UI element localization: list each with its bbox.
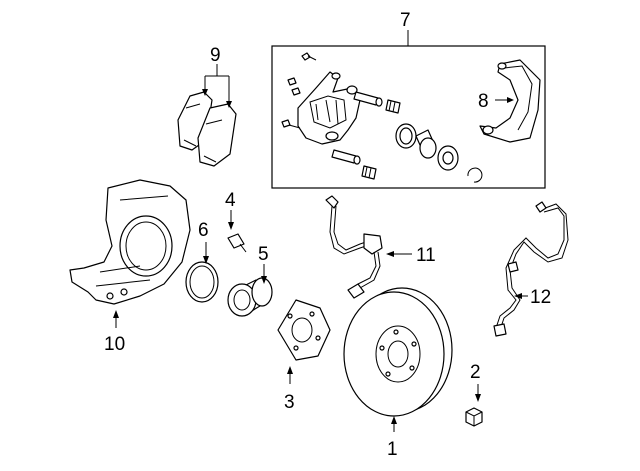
callout-11: 11 [416, 245, 436, 266]
callout-2: 2 [470, 362, 481, 383]
hub-bolt[interactable] [227, 233, 247, 253]
callout-10: 10 [104, 334, 125, 355]
wheel-bearing[interactable] [227, 277, 273, 317]
caliper-support[interactable] [479, 59, 541, 143]
caliper-assembly-group[interactable]: 7 [271, 10, 546, 189]
guide-pins[interactable] [331, 91, 383, 165]
splash-shield[interactable] [69, 179, 191, 305]
callout-4: 4 [225, 190, 236, 211]
wheel-hub[interactable] [277, 299, 331, 361]
callout-1: 1 [387, 439, 398, 460]
callout-3: 3 [284, 392, 295, 413]
callout-9: 9 [210, 45, 221, 66]
abs-sensor[interactable] [493, 201, 569, 337]
callout-6: 6 [198, 220, 209, 241]
piston-seals[interactable] [395, 123, 483, 183]
lug-nut[interactable] [465, 407, 483, 427]
brake-hose[interactable] [325, 195, 383, 299]
callout-12: 12 [530, 287, 551, 308]
brake-rotor[interactable] [343, 287, 453, 417]
callout-7: 7 [400, 10, 411, 31]
callout-5: 5 [258, 244, 269, 265]
pin-boots[interactable] [361, 99, 401, 180]
bleeder-screws[interactable] [281, 52, 317, 129]
callout-8: 8 [478, 91, 489, 112]
caliper-body[interactable] [297, 71, 361, 145]
snap-ring[interactable] [185, 261, 219, 303]
